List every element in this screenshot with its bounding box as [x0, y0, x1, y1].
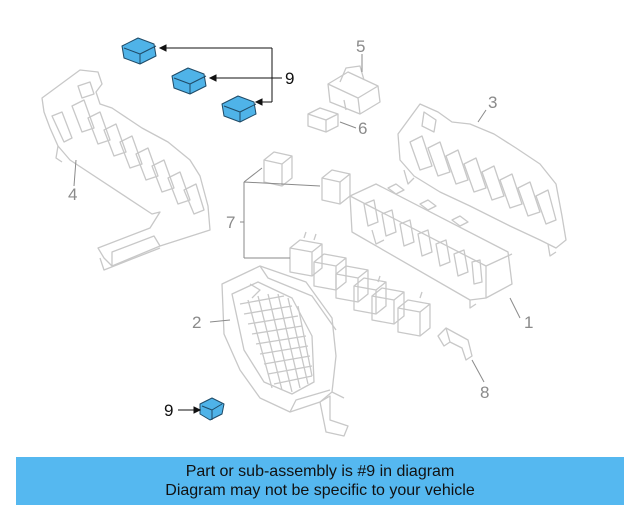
leader-9-bottom — [178, 406, 202, 414]
info-banner: Part or sub-assembly is #9 in diagram Di… — [16, 457, 624, 505]
callout-1: 1 — [524, 313, 533, 332]
part-8-bracket — [437, 327, 473, 361]
part-6-small-connector — [307, 107, 339, 133]
callout-2: 2 — [192, 313, 201, 332]
callout-8: 8 — [480, 383, 489, 402]
banner-line-disclaimer: Diagram may not be specific to your vehi… — [165, 482, 475, 499]
callout-7: 7 — [226, 213, 235, 232]
fuse-9-d — [199, 397, 225, 421]
callouts: 1 2 3 4 5 6 7 8 9 9 — [68, 37, 533, 420]
banner-line-part-number: Part or sub-assembly is #9 in diagram — [185, 463, 455, 480]
part-9-fuses — [121, 37, 257, 421]
leaders-other — [73, 54, 521, 383]
part-1-relay-panel — [349, 183, 513, 309]
callout-9-top: 9 — [285, 69, 294, 88]
callout-6: 6 — [358, 119, 367, 138]
callout-9-bottom: 9 — [164, 401, 173, 420]
callout-5: 5 — [356, 37, 365, 56]
parts-diagram: 1 2 3 4 5 6 7 8 9 9 — [41, 37, 567, 437]
callout-4: 4 — [68, 185, 77, 204]
fuse-9-a — [121, 37, 157, 65]
leader-9-top — [158, 44, 282, 106]
part-2-relay-cover — [221, 265, 349, 437]
part-7-relays — [263, 151, 431, 337]
part-3-fuse-block — [397, 103, 567, 257]
callout-3: 3 — [488, 93, 497, 112]
fuse-9-b — [171, 67, 207, 95]
fuse-9-c — [221, 95, 257, 123]
part-5-connector — [327, 65, 381, 115]
part-4-fuse-block — [41, 69, 211, 271]
